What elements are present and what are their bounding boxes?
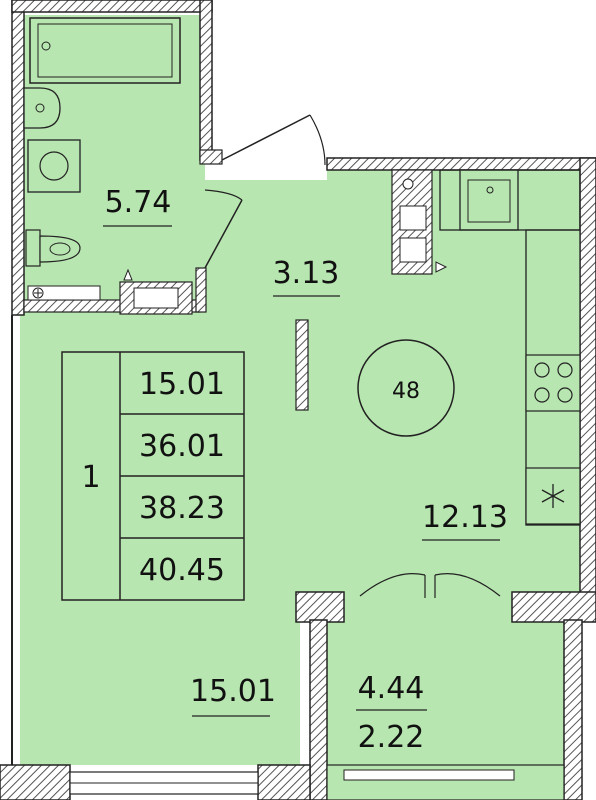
balcony-floor	[327, 620, 564, 765]
wall-bottom-left	[0, 764, 71, 800]
bathtub-icon	[29, 17, 181, 84]
summary-table: 1 15.01 36.01 38.23 40.45	[61, 351, 245, 601]
wall-top-right	[326, 157, 596, 171]
radiator-icon	[27, 285, 101, 301]
balcony-door	[359, 573, 501, 598]
kitchen-shaft-icon	[391, 169, 448, 275]
wall-bathroom-inner	[195, 267, 207, 313]
bathroom-door	[204, 189, 243, 269]
wall-balcony-left	[309, 619, 328, 800]
bathroom-area: 5.74	[105, 185, 172, 220]
kitchen-area: 12.13	[422, 500, 508, 535]
balcony-area: 4.44	[358, 671, 425, 706]
sink-icon	[23, 87, 61, 129]
wall-bathroom-right	[199, 0, 213, 161]
hall-area: 3.13	[273, 256, 340, 291]
toilet-icon	[25, 229, 81, 267]
living-area-value: 15.01	[139, 367, 225, 402]
total-area-balcony-value: 38.23	[139, 491, 225, 526]
apartment-number-marker: 48	[357, 339, 455, 437]
rooms-count: 1	[81, 460, 100, 495]
kitchen-sink-icon	[459, 169, 519, 231]
stove-icon	[525, 354, 581, 412]
wall-bathroom-left	[11, 0, 25, 316]
window-balcony	[343, 769, 515, 781]
kitchen-counter-top	[439, 169, 581, 231]
full-area-value: 40.45	[139, 553, 225, 588]
room-labels: 5.74 3.13 12.13 15.01 4.44 2.22	[103, 185, 508, 755]
bathroom-fixtures	[23, 17, 193, 315]
wall-entrance-left	[199, 149, 223, 165]
shaft-icon	[119, 268, 193, 315]
partition-stub	[295, 319, 309, 411]
total-area-value: 36.01	[139, 429, 225, 464]
apartment-number: 48	[392, 379, 420, 404]
wall-balcony-right-top	[511, 591, 596, 623]
wall-bottom-mid	[257, 764, 311, 800]
ventilation-icon	[525, 467, 581, 525]
balcony-reduced-area: 2.22	[358, 720, 425, 755]
entrance-door	[221, 114, 326, 166]
living-room-area: 15.01	[190, 674, 276, 709]
wall-balcony-left-top	[295, 591, 345, 623]
washing-machine-icon	[27, 139, 81, 193]
wall-right	[579, 157, 596, 599]
wall-balcony-right	[563, 619, 583, 800]
kitchen-fixtures	[391, 169, 581, 526]
wall-bathroom-top	[11, 0, 213, 13]
